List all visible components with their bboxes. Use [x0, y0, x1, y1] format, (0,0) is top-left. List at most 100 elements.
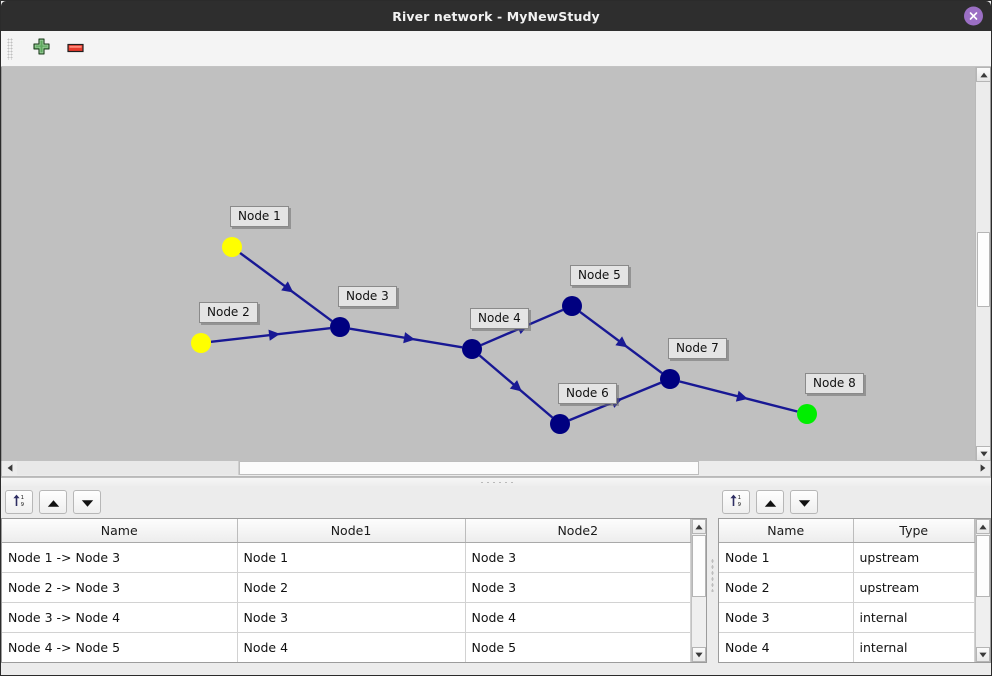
node-table-scrollbar[interactable] [975, 519, 990, 662]
table-cell[interactable]: Node 2 [237, 572, 466, 603]
vertical-splitter[interactable] [707, 486, 718, 663]
splitter-grip [711, 557, 714, 592]
table-cell[interactable]: internal [853, 602, 975, 633]
graph-node-label[interactable]: Node 2 [199, 302, 258, 323]
sort-ascending-icon: 1 9 [12, 493, 27, 512]
table-cell[interactable]: Node 4 [465, 602, 691, 633]
table-cell[interactable]: Node 4 -> Node 5 [2, 632, 238, 662]
scroll-down-arrow-icon[interactable] [692, 647, 706, 662]
svg-text:9: 9 [20, 502, 24, 508]
graph-node-label[interactable]: Node 8 [805, 373, 864, 394]
scroll-down-arrow-icon[interactable] [976, 446, 990, 461]
node-panel-toolbar: 1 9 [718, 486, 991, 518]
scroll-up-arrow-icon[interactable] [976, 519, 990, 534]
table-cell[interactable]: Node 1 [237, 542, 466, 573]
table-cell[interactable]: Node 2 [719, 572, 854, 603]
canvas-vertical-scrollbar[interactable] [975, 67, 990, 461]
table-cell[interactable]: upstream [853, 542, 975, 573]
scroll-right-arrow-icon[interactable] [975, 461, 990, 475]
node-move-up-button[interactable] [756, 490, 784, 514]
node-panel: 1 9 [718, 486, 991, 663]
graph-node-label[interactable]: Node 5 [570, 265, 629, 286]
table-cell[interactable]: Node 3 [237, 602, 466, 633]
table-cell[interactable]: Node 2 -> Node 3 [2, 572, 238, 603]
branch-move-down-button[interactable] [73, 490, 101, 514]
graph-node-label[interactable]: Node 3 [338, 286, 397, 307]
close-icon[interactable] [964, 6, 983, 26]
add-node-button[interactable] [27, 35, 55, 63]
column-header[interactable]: Name [2, 519, 238, 543]
column-header[interactable]: Type [853, 519, 975, 543]
scroll-up-arrow-icon[interactable] [692, 519, 706, 534]
node-scroll-thumb[interactable] [976, 535, 990, 597]
graph-node[interactable] [330, 317, 350, 337]
table-cell[interactable]: Node 4 [719, 632, 854, 662]
triangle-up-icon [47, 493, 60, 512]
graph-node-label[interactable]: Node 1 [230, 206, 289, 227]
branch-sort-button[interactable]: 1 9 [5, 490, 33, 514]
table-cell[interactable]: Node 3 [719, 602, 854, 633]
graph-node[interactable] [660, 369, 680, 389]
table-cell[interactable]: Node 3 [465, 542, 691, 573]
graph-node[interactable] [562, 296, 582, 316]
toolbar-grip[interactable] [7, 37, 13, 60]
table-cell[interactable]: Node 3 [465, 572, 691, 603]
table-cell[interactable]: Node 1 -> Node 3 [2, 542, 238, 573]
delete-node-button[interactable] [61, 35, 89, 63]
table-cell[interactable]: internal [853, 632, 975, 662]
canvas-hscroll-thumb[interactable] [239, 461, 699, 475]
graph-node[interactable] [222, 237, 242, 257]
canvas-vscroll-thumb[interactable] [977, 232, 990, 307]
table-cell[interactable]: upstream [853, 572, 975, 603]
edge-arrow-icon [281, 281, 294, 293]
table-cell[interactable]: Node 1 [719, 542, 854, 573]
table-cell[interactable]: Node 3 -> Node 4 [2, 602, 238, 633]
branch-panel-toolbar: 1 9 [1, 486, 707, 518]
status-bar [1, 663, 991, 675]
horizontal-splitter[interactable] [1, 477, 991, 486]
column-header[interactable]: Node1 [237, 519, 466, 543]
graph-node[interactable] [550, 414, 570, 434]
scroll-left-arrow-icon[interactable] [2, 461, 17, 475]
node-sort-button[interactable]: 1 9 [722, 490, 750, 514]
graph-node[interactable] [462, 339, 482, 359]
table-cell[interactable]: Node 4 [237, 632, 466, 662]
network-canvas[interactable]: Node 1 Node 2 Node 3 Node 4 Node 5 Node 6 Node… [1, 67, 991, 461]
green-plus-icon [32, 38, 50, 59]
scroll-down-arrow-icon[interactable] [976, 647, 990, 662]
graph-drawing-area[interactable]: Node 1 Node 2 Node 3 Node 4 Node 5 Node 6 Node… [2, 67, 979, 461]
column-header[interactable]: Node2 [465, 519, 691, 543]
sort-ascending-icon: 1 9 [729, 493, 744, 512]
graph-node[interactable] [191, 333, 211, 353]
graph-node-label[interactable]: Node 6 [558, 383, 617, 404]
canvas-hscroll-track[interactable] [17, 461, 239, 475]
scroll-up-arrow-icon[interactable] [976, 67, 990, 82]
graph-node-label[interactable]: Node 4 [470, 308, 529, 329]
edge-arrow-icon [615, 336, 628, 348]
branch-table-scrollbar[interactable] [691, 519, 706, 662]
node-move-down-button[interactable] [790, 490, 818, 514]
column-header[interactable]: Name [719, 519, 854, 543]
branch-scroll-thumb[interactable] [692, 535, 706, 597]
graph-node[interactable] [797, 404, 817, 424]
graph-node-label[interactable]: Node 7 [668, 338, 727, 359]
branch-move-up-button[interactable] [39, 490, 67, 514]
table-cell[interactable]: Node 5 [465, 632, 691, 662]
canvas-horizontal-scrollbar[interactable] [1, 461, 991, 477]
